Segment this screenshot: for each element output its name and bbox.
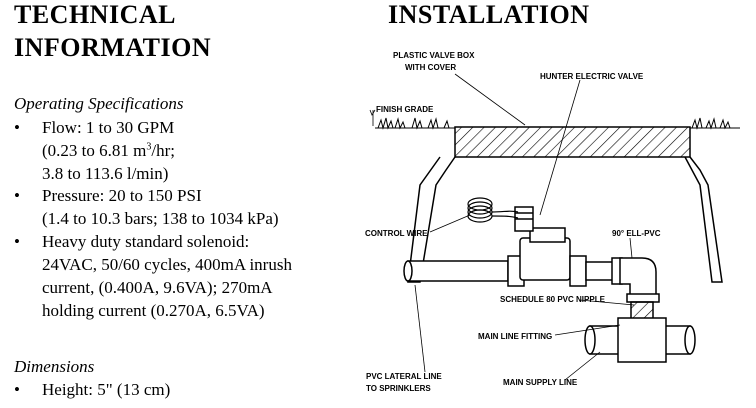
label-ell: 90° ELL-PVC xyxy=(612,229,661,238)
control-wire-coil xyxy=(467,197,519,223)
label-main-fitting: MAIN LINE FITTING xyxy=(478,332,552,341)
label-control-wire: CONTROL WIRE xyxy=(365,229,428,238)
main-line xyxy=(584,317,696,363)
valve-box-left-wall xyxy=(407,156,456,283)
grass-line xyxy=(375,117,740,130)
label-valve-box-2: WITH COVER xyxy=(405,63,456,72)
solenoid-line-2: 24VAC, 50/60 cycles, 400mA inrush xyxy=(42,255,292,274)
installation-diagram: PLASTIC VALVE BOX WITH COVER HUNTER ELEC… xyxy=(365,51,740,393)
solenoid-line-3: current, (0.400A, 9.6VA); 270mA xyxy=(42,278,273,297)
flow-line-1: Flow: 1 to 30 GPM xyxy=(42,118,175,137)
valve-body xyxy=(519,227,623,287)
bullet-solenoid: • xyxy=(14,232,20,251)
valve-box-right-wall xyxy=(684,156,723,283)
label-nipple: SCHEDULE 80 PVC NIPPLE xyxy=(500,295,606,304)
label-lateral-2: TO SPRINKLERS xyxy=(366,384,431,393)
label-main-supply: MAIN SUPPLY LINE xyxy=(503,378,578,387)
op-spec-heading: Operating Specifications xyxy=(14,94,184,113)
ell-fitting xyxy=(619,257,657,296)
bullet-flow: • xyxy=(14,118,20,137)
flow-line-2: (0.23 to 6.81 m3/hr; xyxy=(42,141,175,160)
solenoid-line-4: holding current (0.270A, 6.5VA) xyxy=(42,301,265,320)
bullet-height: • xyxy=(14,380,20,399)
title-information: INFORMATION xyxy=(14,33,212,62)
title-installation: INSTALLATION xyxy=(388,0,590,29)
dimensions-heading: Dimensions xyxy=(14,357,95,376)
lateral-pipe xyxy=(403,255,525,287)
bullet-pressure: • xyxy=(14,186,20,205)
pressure-line-2: (1.4 to 10.3 bars; 138 to 1034 kPa) xyxy=(42,209,279,228)
pressure-line-1: Pressure: 20 to 150 PSI xyxy=(42,186,202,205)
height-line: Height: 5" (13 cm) xyxy=(42,380,171,399)
label-valve-box-1: PLASTIC VALVE BOX xyxy=(393,51,475,60)
valve-box-cover xyxy=(454,126,691,158)
solenoid-line-1: Heavy duty standard solenoid: xyxy=(42,232,250,251)
label-finish-grade: FINISH GRADE xyxy=(376,105,434,114)
solenoid xyxy=(514,206,534,232)
label-lateral-1: PVC LATERAL LINE xyxy=(366,372,442,381)
flow-line-3: 3.8 to 113.6 l/min) xyxy=(42,164,169,183)
label-electric-valve: HUNTER ELECTRIC VALVE xyxy=(540,72,644,81)
title-technical: TECHNICAL xyxy=(14,0,176,29)
